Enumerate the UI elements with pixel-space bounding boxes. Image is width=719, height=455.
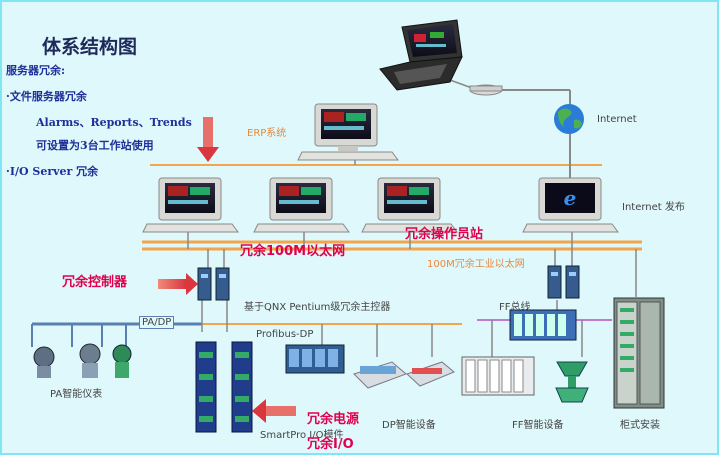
red-arrow-right-icon xyxy=(158,273,198,295)
laptop-icon xyxy=(379,19,463,91)
left-item-2: ·I/O Server 冗余 xyxy=(6,165,99,178)
redundant-operator-label: 冗余操作员站 xyxy=(405,227,484,242)
redundant-controller-label: 冗余控制器 xyxy=(62,275,128,290)
ff-device-rack-icon xyxy=(461,356,535,396)
erp-label: ERP系统 xyxy=(247,128,287,139)
pa-dp-label: PA/DP xyxy=(139,316,175,329)
internet-workstation-icon: e xyxy=(522,177,619,233)
dp-devices-label: DP智能设备 xyxy=(382,420,436,431)
io-module-icon xyxy=(195,341,253,433)
ff-module-icon xyxy=(509,309,577,341)
erp-workstation-icon xyxy=(297,103,399,161)
diagram-title: 体系结构图 xyxy=(42,36,138,58)
profibus-label: Profibus-DP xyxy=(256,329,314,340)
operator-station-icon xyxy=(142,177,239,233)
redundant-power-label: 冗余电源 xyxy=(307,412,360,427)
red-arrow-down-icon xyxy=(197,117,219,162)
internet-label: Internet xyxy=(597,114,637,125)
qnx-controller-label: 基于QNX Pentium级冗余主控器 xyxy=(244,302,391,313)
profibus-module-icon xyxy=(285,344,345,374)
svg-text:e: e xyxy=(564,186,577,210)
controller-icon xyxy=(197,267,230,301)
cabinet-icon xyxy=(613,297,665,409)
controller-icon xyxy=(547,265,580,299)
redundant-io-label: 冗余I/O xyxy=(307,437,354,452)
ff-bus-label: FF总线 xyxy=(499,302,531,313)
globe-icon xyxy=(554,104,584,134)
pa-instruments-label: PA智能仪表 xyxy=(50,389,103,400)
dp-device-icon xyxy=(353,361,455,389)
pa-instrument-icon xyxy=(33,343,132,378)
left-heading: 服务器冗余: xyxy=(6,64,66,77)
valve-icon xyxy=(555,361,589,403)
redundant-ethernet-label: 冗余100M以太网 xyxy=(240,244,346,259)
operator-station-icon xyxy=(361,177,458,233)
ff-devices-label: FF智能设备 xyxy=(512,420,564,431)
left-item-1-detail: Alarms、Reports、Trends xyxy=(36,116,192,129)
cabinet-label: 柜式安装 xyxy=(620,420,660,431)
operator-station-icon xyxy=(253,177,350,233)
left-item-1: ·文件服务器冗余 xyxy=(6,90,87,103)
industrial-ethernet-label: 100M冗余工业以太网 xyxy=(427,259,525,270)
red-arrow-left-icon xyxy=(252,399,296,423)
left-item-1-detail-2: 可设置为3台工作站使用 xyxy=(36,139,154,152)
smartpro-label: SmartPro I/O模件 xyxy=(260,430,344,441)
internet-publish-label: Internet 发布 xyxy=(622,202,685,213)
router-icon xyxy=(469,84,503,96)
